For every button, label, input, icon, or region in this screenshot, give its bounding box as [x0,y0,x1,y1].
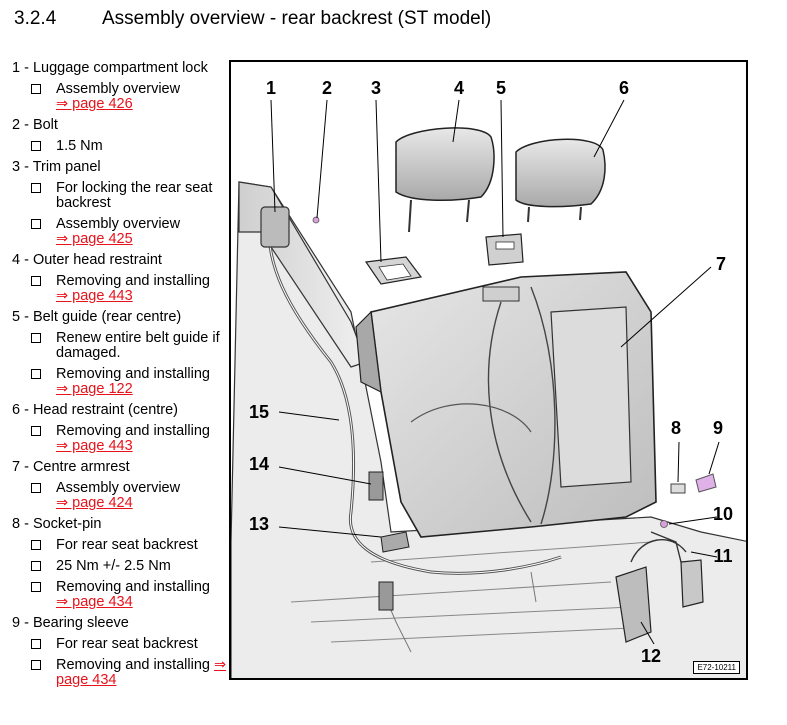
checkbox-square-icon [31,561,41,571]
checkbox-square-icon [31,84,41,94]
sub-item-text: Assembly overview [56,480,181,496]
sub-item-text: Removing and installing [56,657,210,673]
checkbox-square-icon [31,219,41,229]
callout-2: 2 [322,78,332,98]
section-title: Assembly overview - rear backrest (ST mo… [102,8,492,29]
item-title: 9 - Bearing sleeve [12,615,129,631]
item-title: 6 - Head restraint (centre) [12,402,179,418]
sub-item-text: Removing and installing [56,579,210,595]
list-item: 2 - Bolt 1.5 Nm [12,118,227,154]
sub-item-text: Removing and installing [56,366,210,382]
checkbox-square-icon [31,333,41,343]
centre-armrest [550,306,632,488]
checkbox-square-icon [31,369,41,379]
sub-item: Removing and installing⇒ page 443 [12,274,227,304]
page-link[interactable]: ⇒ page 425 [56,231,133,247]
sub-item: For rear seat backrest [12,637,227,652]
sub-item: Removing and installing ⇒ page 434 [12,658,227,688]
checkbox-square-icon [31,639,41,649]
callout-11: 11 [713,546,732,566]
checkbox-square-icon [31,540,41,550]
sub-item-text: Assembly overview [56,81,181,97]
callout-12: 12 [641,646,661,666]
luggage-lock [260,206,290,248]
sub-item-text: Removing and installing [56,423,210,439]
callout-5: 5 [496,78,506,98]
outer-head-restraint [395,127,495,202]
figure-code: E72-10211 [693,661,740,674]
bearing-sleeve [670,483,686,494]
sub-item: Assembly overview⇒ page 424 [12,481,227,511]
callout-13: 13 [249,514,269,534]
checkbox-square-icon [31,276,41,286]
sub-item: 25 Nm +/- 2.5 Nm [12,559,227,574]
list-item: 5 - Belt guide (rear centre) Renew entire… [12,310,227,397]
item-title: 2 - Bolt [12,117,58,133]
item-title: 1 - Luggage compartment lock [12,60,208,76]
page-link[interactable]: ⇒ page 443 [56,438,133,454]
sub-item: Assembly overview⇒ page 426 [12,82,227,112]
callout-6: 6 [619,78,629,98]
callout-14: 14 [249,454,269,474]
item-title: 3 - Trim panel [12,159,101,175]
sub-item: For locking the rear seat backrest [12,181,227,211]
callout-3: 3 [371,78,381,98]
item-title: 7 - Centre armrest [12,459,130,475]
list-item: 6 - Head restraint (centre) Removing and … [12,403,227,454]
callout-9: 9 [713,418,723,438]
sub-item-text: Removing and installing [56,273,210,289]
callout-8: 8 [671,418,681,438]
sub-item-text: Renew entire belt guide if damaged. [56,330,220,361]
page-link[interactable]: ⇒ page 122 [56,381,133,397]
page-link[interactable]: ⇒ page 443 [56,288,133,304]
item-title: 5 - Belt guide (rear centre) [12,309,182,325]
callout-1: 1 [266,78,276,98]
sub-item-text: For locking the rear seat backrest [56,180,213,211]
page-link[interactable]: ⇒ page 434 [56,594,133,610]
sub-item: For rear seat backrest [12,538,227,553]
page-link[interactable]: ⇒ page 424 [56,495,133,511]
callout-7: 7 [716,254,726,274]
sub-item-text: Assembly overview [56,216,181,232]
section-number: 3.2.4 [14,8,57,29]
checkbox-square-icon [31,660,41,670]
checkbox-square-icon [31,582,41,592]
checkbox-square-icon [31,426,41,436]
checkbox-square-icon [31,183,41,193]
sub-item: Removing and installing⇒ page 443 [12,424,227,454]
sub-item-text: 1.5 Nm [56,138,103,154]
socket-pin [695,473,717,493]
sub-item-text: 25 Nm +/- 2.5 Nm [56,558,171,574]
bolt [312,216,320,224]
sub-item-text: For rear seat backrest [56,537,198,553]
sub-item: Assembly overview⇒ page 425 [12,217,227,247]
callout-10: 10 [713,504,733,524]
checkbox-square-icon [31,483,41,493]
sub-item: Removing and installing⇒ page 122 [12,367,227,397]
sub-item: 1.5 Nm [12,139,227,154]
belt-guide [485,233,524,266]
car-floor [231,181,746,678]
page-link[interactable]: ⇒ page 426 [56,96,133,112]
item-title: 8 - Socket-pin [12,516,102,532]
sub-item: Removing and installing⇒ page 434 [12,580,227,610]
centre-head-restraint [515,138,606,208]
sub-item-text: For rear seat backrest [56,636,198,652]
checkbox-square-icon [31,141,41,151]
item-title: 4 - Outer head restraint [12,252,162,268]
sub-item: Renew entire belt guide if damaged. [12,331,227,361]
callout-15: 15 [249,402,269,422]
section-heading: 3.2.4 Assembly overview - rear backrest (… [14,8,491,30]
callout-4: 4 [454,78,464,98]
page-link[interactable]: ⇒ page 434 [56,657,227,688]
